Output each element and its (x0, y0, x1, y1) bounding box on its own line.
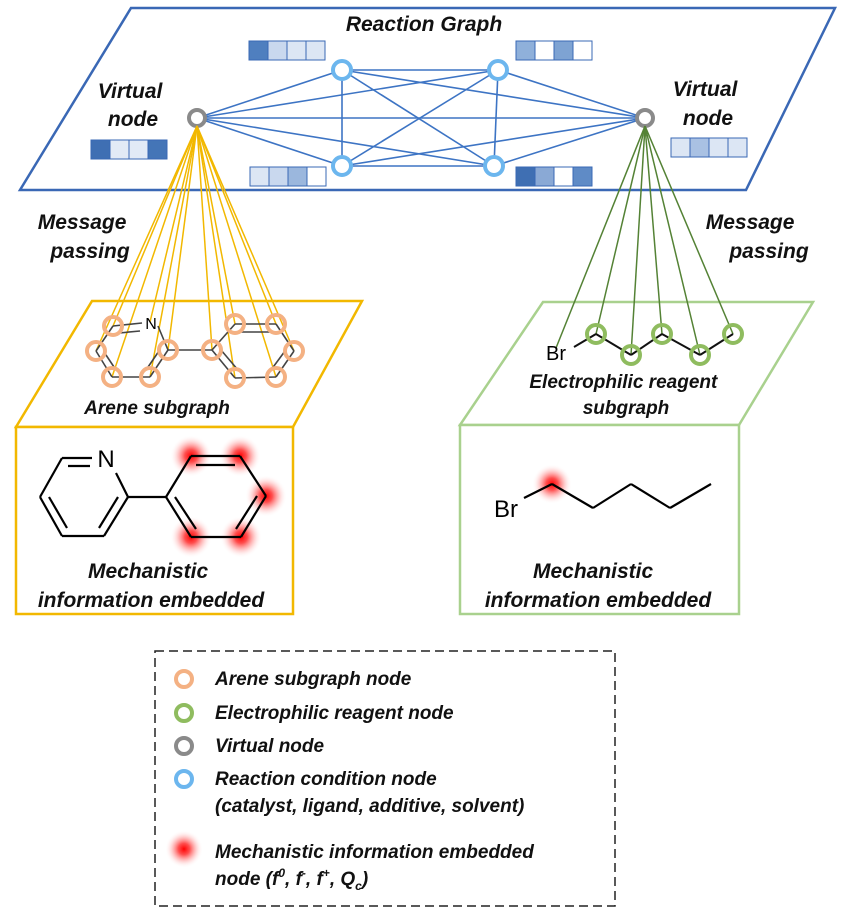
electrophile-node-legend-icon (174, 703, 194, 723)
reaction-graph-plane (17, 6, 838, 192)
arene-subgraph-nitrogen: N (145, 316, 157, 333)
electrophile-node (585, 323, 607, 345)
electrophile-subgraph-nodes (585, 323, 744, 366)
feature-vector (249, 166, 327, 187)
feature-vector (515, 40, 593, 61)
electrophile-node (620, 344, 642, 366)
mechanistic-glow-arene (170, 435, 287, 558)
arene-node-legend-icon (174, 669, 194, 689)
legend-electrophile-text: Electrophilic reagent node (215, 703, 454, 724)
electrophile-mechanistic-label: Mechanistic information embedded (485, 560, 713, 612)
legend-condition-text: Reaction condition node (catalyst, ligan… (215, 769, 524, 817)
legend-box (154, 650, 616, 907)
arene-subgraph-bonds (95, 322, 295, 379)
reaction-graph-title: Reaction Graph (346, 13, 502, 36)
legend-virtual-text: Virtual node (215, 736, 325, 757)
reaction-condition-nodes (331, 59, 509, 177)
virtual-node-left-label: Virtual node (98, 80, 168, 131)
bromopentane-molecule (523, 483, 712, 509)
feature-vector (248, 40, 326, 61)
bromopentane-bromine: Br (494, 496, 518, 523)
condition-node (483, 155, 505, 177)
arene-subgraph-label: Arene subgraph (83, 398, 230, 419)
arene-node (265, 366, 287, 388)
legend-mechanistic-descriptors: node (f0, f-, f+, Qc) (215, 866, 368, 893)
electrophile-subgraph-bromine: Br (546, 343, 566, 365)
arene-subgraph-nodes (85, 313, 305, 389)
electrophile-node (722, 323, 744, 345)
arene-node (101, 366, 123, 388)
condition-node (487, 59, 509, 81)
legend-mechanistic-text: Mechanistic information embedded (215, 842, 534, 863)
arene-node (283, 340, 305, 362)
electrophile-node (689, 344, 711, 366)
virtual-node-legend-icon (174, 736, 194, 756)
message-passing-left-label: Message passing (38, 211, 133, 263)
electrophile-node (651, 323, 673, 345)
condition-node (331, 59, 353, 81)
electrophile-subgraph-label: Electrophilic reagent subgraph (529, 372, 722, 419)
mechanistic-node-legend-icon (165, 830, 203, 868)
arene-node (224, 313, 246, 335)
arene-node (85, 340, 107, 362)
arene-node (102, 315, 124, 337)
arene-molecule-nitrogen: N (97, 446, 114, 473)
arene-node (139, 366, 161, 388)
arene-node (201, 339, 223, 361)
virtual-node-right-label: Virtual node (673, 78, 743, 130)
feature-vector (670, 137, 748, 158)
message-passing-right-label: Message passing (706, 211, 809, 263)
feature-vector (515, 166, 593, 187)
message-passing-edges-left (95, 125, 295, 379)
pyridine-phenyl-molecule (39, 454, 267, 539)
virtual-node-right (635, 108, 655, 128)
arene-node (157, 339, 179, 361)
condition-node (331, 155, 353, 177)
virtual-node-left (187, 108, 207, 128)
arene-node (224, 367, 246, 389)
arene-mechanistic-label: Mechanistic information embedded (38, 560, 266, 612)
reaction-graph-edges (196, 69, 646, 167)
message-passing-edges-right (555, 125, 734, 356)
feature-vector (90, 139, 168, 160)
condition-node-legend-icon (174, 769, 194, 789)
arene-node (265, 313, 287, 335)
legend-arene-text: Arene subgraph node (214, 669, 412, 690)
